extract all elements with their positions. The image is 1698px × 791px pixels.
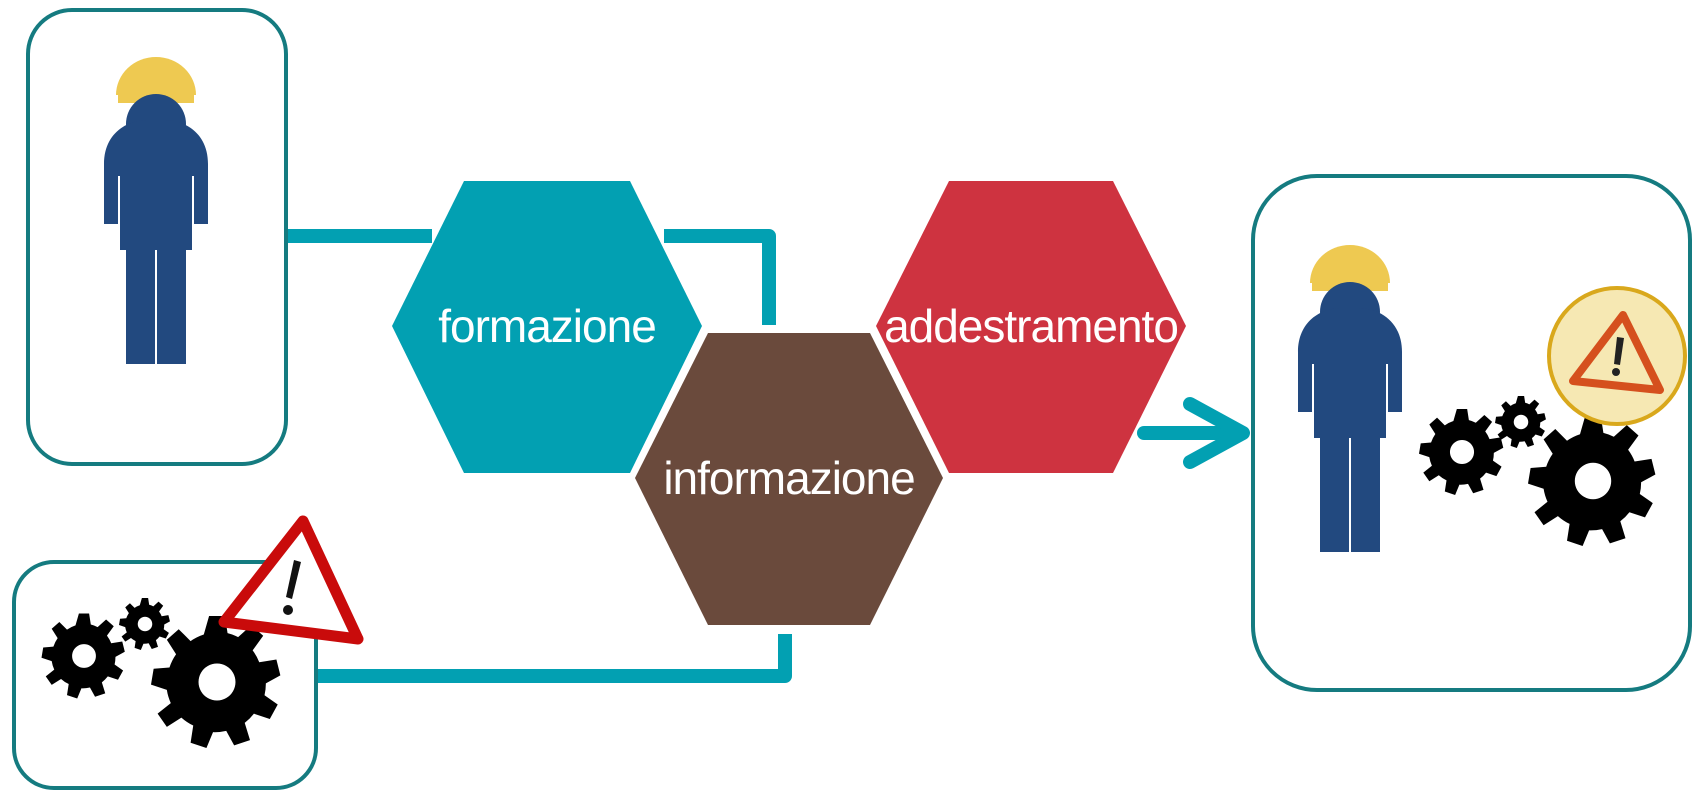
connector-lines [285, 229, 792, 683]
connector-formazione-to-informazione [664, 229, 776, 325]
warning-badge-icon [1547, 286, 1687, 426]
warning-triangle-icon [218, 515, 364, 645]
hexagon-informazione: informazione [630, 328, 948, 630]
connector-machinery-to-informazione [315, 634, 792, 683]
hexagon-formazione: formazione [392, 181, 702, 473]
label-informazione: informazione [663, 452, 914, 504]
label-addestramento: addestramento [884, 300, 1178, 352]
output-frame [1251, 174, 1692, 692]
input-worker-frame [26, 8, 288, 466]
input-machinery-frame [12, 515, 364, 790]
hexagon-addestramento: addestramento [876, 181, 1186, 473]
label-formazione: formazione [438, 300, 656, 352]
arrow-right-icon [1137, 397, 1250, 469]
